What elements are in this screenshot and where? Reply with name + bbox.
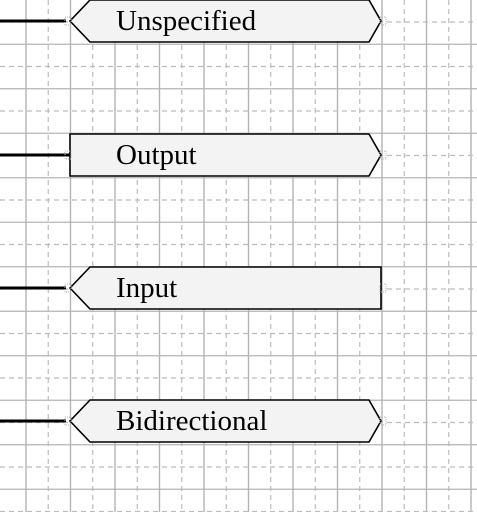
- port-label: Output: [116, 139, 197, 171]
- port-bidirectional[interactable]: Bidirectional: [0, 399, 387, 443]
- pin-markers: [64, 150, 387, 160]
- pin-marker: [64, 416, 72, 426]
- pin-markers: [64, 416, 387, 426]
- port-shape[interactable]: [68, 399, 382, 443]
- port-label: Bidirectional: [116, 405, 267, 437]
- pin-marker: [379, 150, 387, 160]
- pin-marker: [64, 16, 72, 26]
- pin-marker: [379, 283, 387, 293]
- pin-markers: [64, 283, 387, 293]
- port-input[interactable]: Input: [0, 266, 387, 310]
- port-label: Input: [116, 272, 177, 304]
- port-output[interactable]: Output: [0, 133, 387, 177]
- pin-marker: [379, 16, 387, 26]
- pin-markers: [64, 16, 387, 26]
- port-label: Unspecified: [116, 5, 257, 37]
- port-shape[interactable]: [68, 0, 382, 43]
- port-list: Unspecified Output Input Bidirectional: [0, 0, 387, 443]
- pin-marker: [379, 416, 387, 426]
- pin-marker: [64, 150, 72, 160]
- pin-marker: [64, 283, 72, 293]
- port-shape[interactable]: [69, 133, 382, 177]
- port-shape[interactable]: [68, 266, 382, 310]
- port-unspecified[interactable]: Unspecified: [0, 0, 387, 43]
